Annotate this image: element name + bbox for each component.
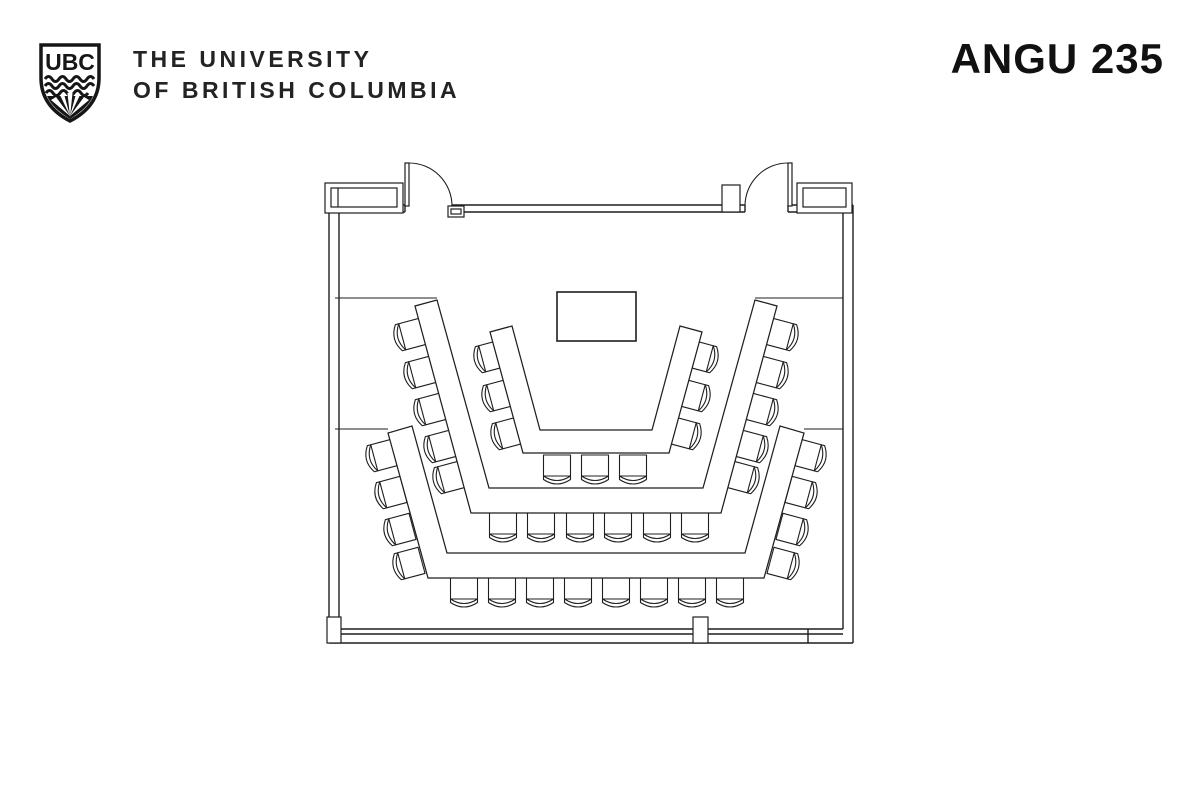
- chair-middle: [565, 512, 595, 543]
- chair-back: [746, 466, 760, 495]
- chair-back: [423, 435, 437, 464]
- wall-fixtures: [324, 182, 853, 644]
- chair-middle: [765, 317, 799, 352]
- chair-back: [755, 435, 769, 464]
- chair-back: [449, 577, 479, 608]
- chair-back: [603, 533, 633, 543]
- chair-back: [526, 533, 556, 543]
- chair-back: [525, 577, 555, 608]
- chair-back: [449, 598, 479, 608]
- chair-back: [563, 598, 593, 608]
- chair-back: [542, 475, 572, 485]
- door-swing-arc: [408, 162, 453, 207]
- chair-back: [786, 552, 800, 581]
- chair-back: [715, 577, 745, 608]
- chair-back: [688, 422, 702, 451]
- ubc-logo: UBC: [39, 43, 101, 123]
- chair-middle: [735, 429, 769, 464]
- chair-back: [715, 598, 745, 608]
- door: [744, 162, 793, 207]
- door: [404, 162, 453, 207]
- chair-back: [487, 577, 517, 608]
- chair-back: [705, 345, 719, 374]
- chair-back: [413, 398, 427, 427]
- front-u-table: [489, 325, 703, 454]
- chair-back: [392, 546, 426, 581]
- chair-back: [639, 577, 669, 608]
- chair-back: [765, 398, 779, 427]
- wall-cabinet: [324, 182, 404, 214]
- middle-u-table: [414, 299, 778, 514]
- chair-back: [481, 384, 495, 413]
- university-name-line2: OF BRITISH COLUMBIA: [133, 77, 461, 103]
- chair-back: [563, 577, 593, 608]
- room-label: ANGU 235: [950, 35, 1164, 82]
- chair-back: [393, 323, 407, 352]
- door-leaf: [787, 162, 793, 207]
- chair-middle: [726, 460, 760, 495]
- chair-back: [487, 598, 517, 608]
- door-threshold: [447, 205, 465, 218]
- chair-middle: [680, 512, 710, 543]
- ubc-shield-rays: [51, 93, 89, 117]
- chair-middle: [745, 392, 779, 427]
- podium: [556, 291, 637, 342]
- university-name-line1: THE UNIVERSITY: [133, 46, 373, 72]
- chair-back: [374, 481, 388, 510]
- wall-cabinet: [796, 182, 853, 214]
- university-name: THE UNIVERSITY OF BRITISH COLUMBIA: [133, 44, 460, 106]
- chair-back: [488, 533, 518, 543]
- chair-middle: [423, 429, 457, 464]
- chair-middle: [488, 512, 518, 543]
- chair-middle: [642, 512, 672, 543]
- chair-back: [795, 518, 809, 547]
- chair-back: [804, 481, 818, 510]
- chair-back: [766, 546, 800, 581]
- chair-front: [542, 454, 572, 485]
- floor-step-lines: [335, 297, 843, 430]
- chair-back: [374, 475, 408, 510]
- chair-back: [785, 323, 799, 352]
- chair-back: [383, 518, 397, 547]
- chair-middle: [413, 392, 447, 427]
- chair-back: [775, 361, 789, 390]
- wall-post: [692, 616, 709, 644]
- ubc-logo-text: UBC: [45, 49, 95, 75]
- chair-back: [697, 384, 711, 413]
- chair-back: [490, 422, 504, 451]
- chair-back: [565, 533, 595, 543]
- wall-post: [721, 184, 741, 213]
- chair-back: [680, 533, 710, 543]
- wall-post: [326, 616, 342, 644]
- chair-back: [601, 598, 631, 608]
- door-swing-arc: [744, 162, 789, 207]
- chair-back: [403, 361, 417, 390]
- chair-back: [677, 598, 707, 608]
- chair-back: [813, 444, 827, 473]
- chair-back: [383, 512, 417, 547]
- chair-front: [580, 454, 610, 485]
- chair-back: [639, 598, 669, 608]
- chair-middle: [526, 512, 556, 543]
- chair-back: [677, 577, 707, 608]
- tables: [387, 299, 805, 579]
- floor-plan: [324, 162, 854, 644]
- chair-back: [432, 466, 446, 495]
- chair-back: [392, 552, 406, 581]
- chair-back: [618, 475, 648, 485]
- chair-back: [365, 444, 379, 473]
- chair-front: [618, 454, 648, 485]
- chair-middle: [603, 512, 633, 543]
- chair-back: [525, 598, 555, 608]
- ubc-shield-waves: [43, 75, 96, 97]
- back-u-table: [387, 425, 805, 579]
- chair-back: [642, 533, 672, 543]
- chair-middle: [432, 460, 466, 495]
- chair-back: [601, 577, 631, 608]
- chair-back: [775, 512, 809, 547]
- door-leaf: [404, 162, 410, 207]
- chair-back: [580, 475, 610, 485]
- chair-back: [473, 345, 487, 374]
